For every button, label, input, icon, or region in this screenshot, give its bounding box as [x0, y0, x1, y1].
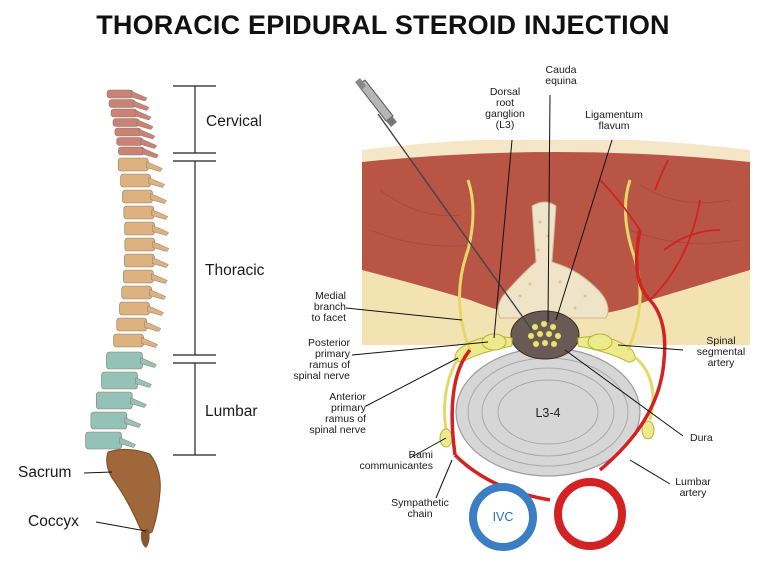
spinal-nerves: [454, 333, 636, 363]
vertebra: [123, 269, 154, 284]
spinous-process-side: [145, 161, 163, 172]
dural-sac: [510, 310, 580, 360]
vertebra: [112, 118, 140, 127]
vertebra: [108, 99, 136, 108]
spinous-process-side: [140, 138, 158, 149]
sacrum-leader: [83, 471, 113, 474]
vertebra: [114, 127, 142, 137]
spinous-process-side: [140, 357, 157, 368]
spinous-process-side: [152, 225, 169, 236]
spinous-process-side: [119, 437, 136, 448]
vertebra: [101, 371, 138, 390]
disc-level-label: L3-4: [535, 406, 560, 420]
coccyx-shape: [140, 528, 150, 548]
injection-needle: [355, 78, 533, 331]
ivc-vessel: [469, 483, 537, 551]
spinous-process-side: [142, 147, 159, 159]
dura-label: Dura: [690, 432, 713, 444]
vertebra: [122, 189, 153, 204]
aorta-vessel: [554, 478, 626, 550]
spinous-process-side: [148, 177, 165, 188]
vertebra: [95, 391, 133, 410]
spinous-process-side: [141, 337, 158, 348]
spinous-process-side: [130, 397, 147, 408]
spinous-process-side: [152, 241, 170, 252]
vertebra: [118, 146, 145, 156]
fat-tissue: [362, 270, 750, 345]
region-bracket: [173, 85, 216, 456]
vertebra: [116, 137, 143, 146]
vertebral-column: [85, 89, 170, 450]
vertebra: [110, 108, 138, 118]
spinous-process-side: [135, 377, 152, 388]
spinous-process-side: [130, 90, 148, 102]
coccyx-leader: [95, 521, 147, 532]
spinous-process-side: [151, 209, 169, 220]
cross-section: [362, 140, 750, 551]
spinous-process-side: [134, 109, 152, 121]
sacrum-shape: [106, 448, 161, 534]
vertebra: [90, 411, 128, 430]
vertebra: [124, 253, 155, 268]
ivc-label: IVC: [493, 510, 514, 524]
vertebra: [106, 351, 143, 370]
vertebra: [121, 285, 152, 300]
vertebra: [119, 301, 150, 316]
cervical-label: Cervical: [206, 113, 262, 130]
spinous-process-side: [144, 321, 162, 332]
vertebra: [123, 205, 155, 220]
spinous-process-side: [152, 257, 169, 268]
spinous-process: [497, 201, 609, 319]
vertebra: [85, 431, 122, 450]
spinous-process-side: [147, 305, 164, 316]
sacrum-label: Sacrum: [18, 464, 71, 481]
vertebra: [116, 317, 148, 332]
lumbar-label: Lumbar: [205, 403, 258, 420]
diagram-title: THORACIC EPIDURAL STEROID INJECTION: [96, 10, 670, 40]
coccyx-label: Coccyx: [28, 513, 79, 530]
spinous-process-side: [132, 100, 150, 111]
vertebra: [120, 173, 151, 188]
spinous-process-side: [151, 273, 168, 284]
vertebra: [117, 157, 149, 172]
spinous-process-side: [138, 128, 156, 140]
vertebra: [106, 89, 134, 99]
vertebra: [124, 237, 156, 252]
vertebra: [113, 333, 144, 348]
aorta-label: Aorta: [574, 507, 608, 521]
leader-lines: [345, 94, 684, 499]
thoracic-label: Thoracic: [205, 262, 265, 279]
spinous-process-side: [124, 417, 142, 428]
spinous-process-side: [150, 193, 167, 204]
vertebra: [124, 221, 155, 236]
spinous-process-side: [136, 119, 154, 130]
spinous-process-side: [149, 289, 167, 300]
spine-illustration: [85, 89, 170, 548]
